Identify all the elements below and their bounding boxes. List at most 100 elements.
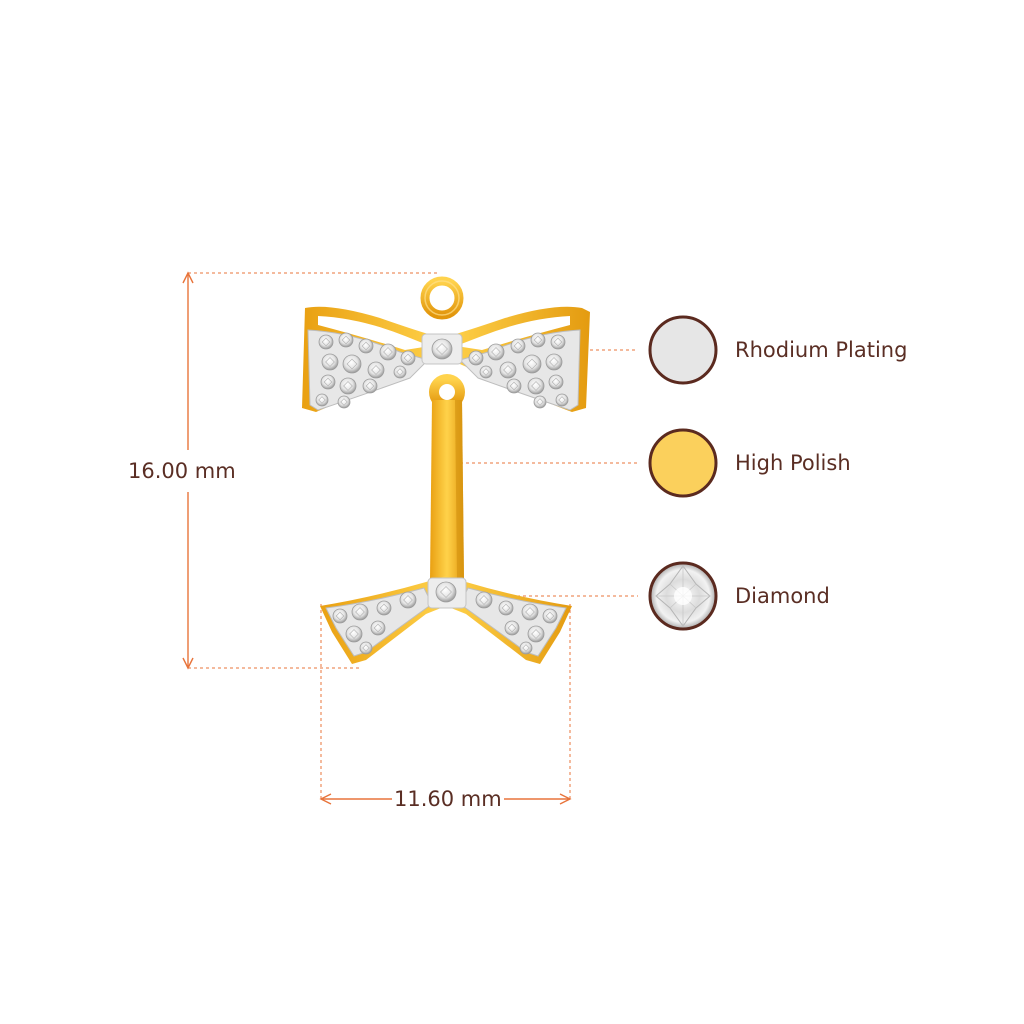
pave-diamond-facet (440, 586, 452, 598)
pave-diamond (519, 641, 533, 655)
diamond-stones (315, 332, 569, 655)
pave-diamond-facet (349, 629, 359, 639)
pave-diamond (479, 365, 493, 379)
pave-diamond (498, 600, 514, 616)
pave-diamond (527, 625, 545, 643)
pave-diamond-facet (325, 357, 335, 367)
pave-diamond (321, 353, 339, 371)
pave-diamond (499, 361, 517, 379)
pave-diamond-facet (403, 595, 413, 605)
polish-swatch (648, 428, 718, 498)
earring-illustration (302, 276, 590, 664)
pave-diamond-facet (362, 644, 370, 652)
height-dimension (182, 271, 440, 670)
pave-diamond-facet (323, 377, 333, 387)
pave-diamond (533, 395, 547, 409)
pave-diamond-facet (513, 341, 523, 351)
pave-diamond (370, 620, 386, 636)
upper-bow-opening-right (456, 316, 570, 350)
pave-diamond-facet (501, 603, 511, 613)
pave-diamond (522, 354, 542, 374)
pave-diamond-facet (318, 396, 326, 404)
pave-diamond-facet (340, 398, 348, 406)
pave-diamond (358, 338, 374, 354)
pave-diamond-facet (396, 368, 404, 376)
pave-diamond-facet (341, 335, 351, 345)
pave-diamond-facet (526, 358, 538, 370)
legend-label-diamond: Diamond (735, 584, 830, 608)
diamond-icon (648, 561, 718, 631)
height-arrow-top (182, 271, 194, 284)
pave-diamond-facet (551, 377, 561, 387)
pave-diamond (542, 608, 558, 624)
pave-diamond-facet (373, 623, 383, 633)
pave-diamond-facet (491, 347, 501, 357)
pave-diamond-facet (525, 607, 535, 617)
pave-diamond (475, 591, 493, 609)
pave-diamond-facet (545, 611, 555, 621)
pave-diamond (338, 332, 354, 348)
pave-diamond (468, 350, 484, 366)
pave-diamond (521, 603, 539, 621)
pave-diamond (487, 343, 505, 361)
width-dimension-label: 11.60 mm (392, 787, 504, 811)
pave-diamond-facet (403, 353, 413, 363)
pave-diamond (367, 361, 385, 379)
rhodium-swatch (648, 315, 718, 385)
pave-diamond (530, 332, 546, 348)
pave-diamond (527, 377, 545, 395)
pave-diamond (545, 353, 563, 371)
pave-diamond (435, 581, 457, 603)
width-arrow-right (559, 793, 572, 805)
height-arrow-bottom (182, 657, 194, 670)
pave-diamond-facet (482, 368, 490, 376)
pave-diamond-facet (531, 629, 541, 639)
pave-diamond (393, 365, 407, 379)
pave-diamond-facet (507, 623, 517, 633)
pave-diamond-facet (549, 357, 559, 367)
pave-diamond (399, 591, 417, 609)
pave-diamond (555, 393, 569, 407)
pave-diamond-facet (355, 607, 365, 617)
pave-diamond-facet (509, 381, 519, 391)
pave-diamond (351, 603, 369, 621)
pave-diamond-facet (531, 381, 541, 391)
pave-diamond-facet (522, 644, 530, 652)
pave-diamond (510, 338, 526, 354)
pave-diamond (318, 334, 334, 350)
pave-diamond (550, 334, 566, 350)
pave-diamond (504, 620, 520, 636)
pave-diamond-facet (343, 381, 353, 391)
pave-diamond (362, 378, 378, 394)
pave-diamond-facet (365, 381, 375, 391)
upper-bow-pave-right (459, 329, 581, 411)
pave-diamond (431, 338, 453, 360)
pave-diamond-facet (558, 396, 566, 404)
pave-diamond (376, 600, 392, 616)
pave-diamond (337, 395, 351, 409)
pave-diamond (315, 393, 329, 407)
top-loop-highlight (424, 280, 460, 316)
pave-diamond (320, 374, 336, 390)
pave-diamond-facet (553, 337, 563, 347)
pave-diamond (342, 354, 362, 374)
pave-diamond (345, 625, 363, 643)
upper-bow-opening-left (318, 316, 430, 350)
pave-diamond-facet (436, 343, 448, 355)
pave-diamond (332, 608, 348, 624)
pave-diamond (548, 374, 564, 390)
pave-diamond-facet (379, 603, 389, 613)
pave-diamond-facet (321, 337, 331, 347)
pave-diamond-facet (503, 365, 513, 375)
legend-label-rhodium: Rhodium Plating (735, 338, 908, 362)
pave-diamond-facet (383, 347, 393, 357)
center-stem-shade (455, 400, 464, 580)
pave-diamond-facet (479, 595, 489, 605)
legend-label-polish: High Polish (735, 451, 851, 475)
pave-diamond (339, 377, 357, 395)
height-dimension-label: 16.00 mm (128, 459, 236, 483)
pave-diamond-facet (471, 353, 481, 363)
pave-diamond-facet (335, 611, 345, 621)
pave-diamond-facet (371, 365, 381, 375)
